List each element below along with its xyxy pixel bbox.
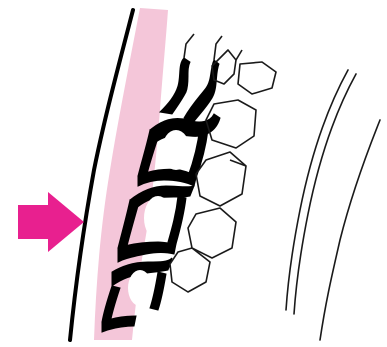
thin-band	[286, 70, 380, 340]
pointer-arrow	[18, 192, 84, 252]
